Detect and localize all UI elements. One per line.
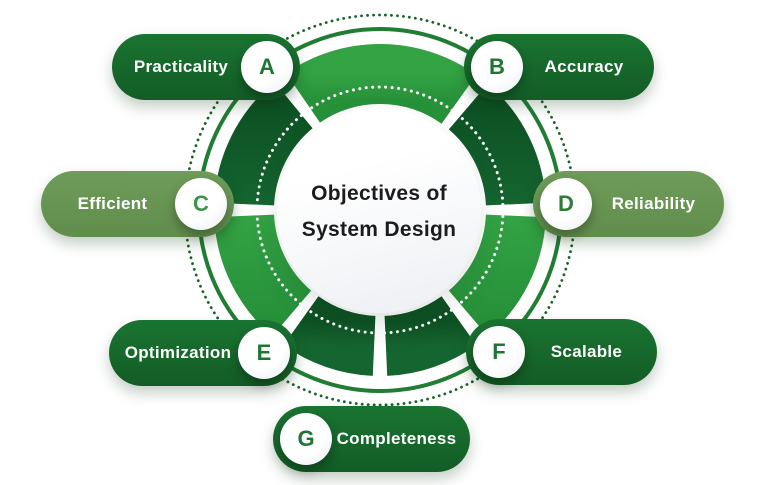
center-circle: Objectives of System Design bbox=[277, 109, 481, 313]
ring-segment-upper-left-dark bbox=[214, 81, 314, 207]
letter-badge-a: A bbox=[241, 41, 293, 93]
ring-segment-top-bright bbox=[286, 44, 477, 125]
pill-accuracy: Accuracy B bbox=[464, 34, 654, 100]
pill-completeness: Completeness G bbox=[273, 406, 470, 472]
ring-segment-bottom-right-dark bbox=[383, 295, 477, 376]
badge-letter-g: G bbox=[297, 426, 315, 451]
pill-optimization-label: Optimization bbox=[124, 343, 232, 362]
pill-optimization: Optimization E bbox=[109, 320, 297, 386]
badge-letter-d: D bbox=[558, 191, 574, 216]
title-line-2: System Design bbox=[301, 217, 457, 241]
badge-letter-a: A bbox=[259, 54, 275, 79]
pill-scalable-label: Scalable bbox=[550, 342, 623, 361]
badge-letter-b: B bbox=[489, 54, 505, 79]
pill-completeness-label: Completeness bbox=[336, 429, 457, 448]
pill-efficient-label: Efficient bbox=[77, 194, 148, 213]
badge-letter-e: E bbox=[256, 340, 272, 365]
pill-accuracy-label: Accuracy bbox=[544, 57, 624, 76]
badge-letter-c: C bbox=[193, 191, 209, 216]
pill-efficient: Efficient C bbox=[41, 171, 234, 237]
letter-badge-d: D bbox=[540, 178, 592, 230]
letter-badge-f: F bbox=[473, 326, 525, 378]
letter-badge-g: G bbox=[280, 413, 332, 465]
badge-letter-f: F bbox=[492, 339, 506, 364]
letter-badge-c: C bbox=[175, 178, 227, 230]
pill-reliability-label: Reliability bbox=[611, 194, 696, 213]
title-line-1: Objectives of bbox=[311, 181, 447, 205]
ring-segment-upper-right-dark bbox=[448, 83, 546, 207]
inner-dotted-circle bbox=[255, 85, 505, 335]
ring-segment-lower-left-bright bbox=[214, 213, 312, 337]
ring-segment-bottom-left-dark bbox=[283, 295, 377, 376]
pill-reliability: Reliability D bbox=[533, 171, 724, 237]
letter-badge-b: B bbox=[471, 41, 523, 93]
pill-scalable: Scalable F bbox=[466, 319, 657, 385]
pill-practicality-label: Practicality bbox=[133, 57, 229, 76]
pill-practicality: Practicality A bbox=[112, 34, 300, 100]
letter-badge-e: E bbox=[238, 327, 290, 379]
ring-segment-lower-right-bright bbox=[448, 213, 546, 337]
